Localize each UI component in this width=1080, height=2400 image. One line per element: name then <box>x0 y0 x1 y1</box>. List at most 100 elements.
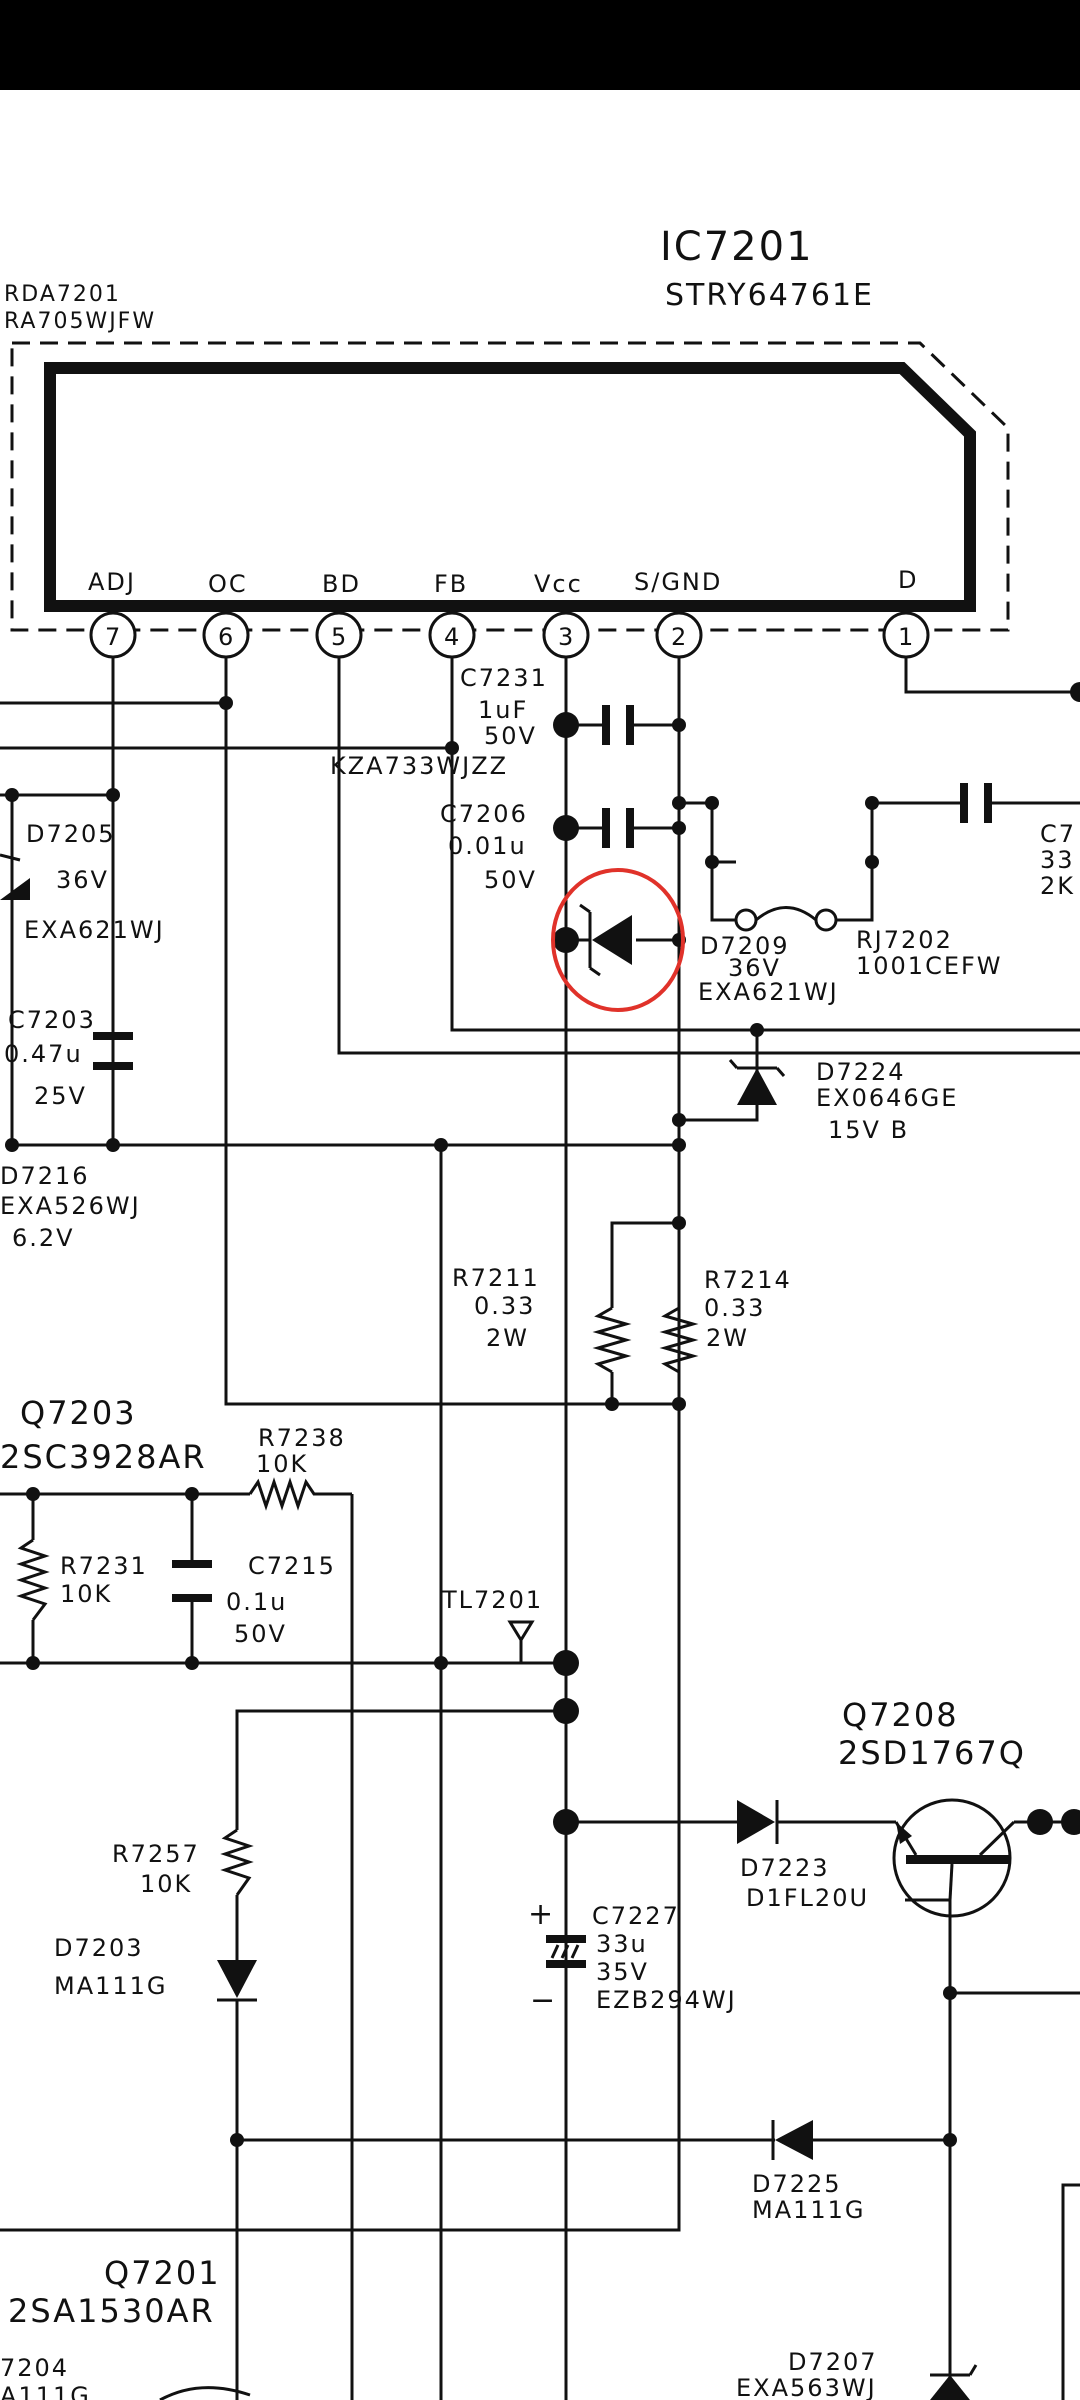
d7225-symbol <box>771 2120 813 2160</box>
c7231-symbol <box>602 705 634 745</box>
q7201-part: 2SA1530AR <box>8 2292 215 2330</box>
c7227-v2: 35V <box>596 1958 649 1986</box>
pin-name-adj: ADJ <box>88 568 136 596</box>
junction-dots <box>5 682 1080 2147</box>
svg-text:5: 5 <box>331 623 348 651</box>
pin-name-sgnd: S/GND <box>634 568 722 596</box>
d7205-part: EXA621WJ <box>24 916 165 944</box>
r7238-v1: 10K <box>256 1450 308 1478</box>
r7211-symbol <box>592 1306 632 1374</box>
c7206-ref: C7206 <box>440 800 528 828</box>
pin-name-d: D <box>898 566 918 594</box>
d7224-v1: 15V B <box>828 1116 909 1144</box>
d7207-ref: D7207 <box>788 2348 878 2376</box>
highlight-circle <box>551 868 685 1012</box>
d7209-v1: 36V <box>728 954 781 982</box>
pin-name-bd: BD <box>322 570 361 598</box>
c7227-v1: 33u <box>596 1930 648 1958</box>
c7215-ref: C7215 <box>248 1552 336 1580</box>
d7207-symbol <box>930 2364 978 2400</box>
svg-text:1: 1 <box>898 623 915 651</box>
rj7202-symbol <box>734 906 838 932</box>
d7204-ref: 7204 <box>0 2354 69 2382</box>
d7209-ref: D7209 <box>700 932 790 960</box>
d7216-part: EXA526WJ <box>0 1192 141 1220</box>
q7208-ref: Q7208 <box>842 1696 959 1734</box>
top-status-bar <box>0 0 1080 90</box>
c7231-ref: C7231 <box>460 664 548 692</box>
d7225-ref: D7225 <box>752 2170 842 2198</box>
pin-name-vcc: Vcc <box>534 570 583 598</box>
c7203-symbol <box>93 1032 133 1070</box>
q7203-ref: Q7203 <box>20 1394 137 1432</box>
r7214-symbol <box>659 1306 699 1374</box>
d7223-ref: D7223 <box>740 1854 830 1882</box>
d7209-part: EXA621WJ <box>698 978 839 1006</box>
r7238-ref: R7238 <box>258 1424 346 1452</box>
pin-4: 4 <box>428 611 476 659</box>
c7227-plus: + <box>528 1897 555 1932</box>
d7205-ref: D7205 <box>26 820 116 848</box>
c7231-v1: 1uF <box>478 696 528 724</box>
d7224-part: EX0646GE <box>816 1084 958 1112</box>
d7224-symbol <box>728 1059 786 1105</box>
r7257-symbol <box>220 1828 254 1896</box>
d7216-v1: 6.2V <box>12 1224 75 1252</box>
d7203-symbol <box>217 1960 257 2002</box>
svg-text:7: 7 <box>105 623 122 651</box>
c7206-v2: 50V <box>484 866 537 894</box>
ic-part: STRY64761E <box>665 278 874 313</box>
q7208-symbol <box>892 1798 1016 1918</box>
d7207-part: EXA563WJ <box>736 2374 877 2400</box>
q7203-part: 2SC3928AR <box>0 1438 207 1476</box>
d7204-part: A111G <box>0 2382 91 2400</box>
r7257-ref: R7257 <box>112 1840 200 1868</box>
pin-3: 3 <box>542 611 590 659</box>
r7238-symbol <box>248 1477 352 1511</box>
d7224-ref: D7224 <box>816 1058 906 1086</box>
c72xx-symbol <box>960 783 992 823</box>
c7231-v2: 50V <box>484 722 537 750</box>
r7257-v1: 10K <box>140 1870 192 1898</box>
c7227-ref: C7227 <box>592 1902 680 1930</box>
r7214-ref: R7214 <box>704 1266 792 1294</box>
pin-name-oc: OC <box>208 570 248 598</box>
pin-name-fb: FB <box>434 570 468 598</box>
rj7202-part: 1001CEFW <box>856 952 1003 980</box>
c7203-v2: 25V <box>34 1082 87 1110</box>
q7208-part: 2SD1767Q <box>838 1734 1026 1772</box>
c7215-v1: 0.1u <box>226 1588 287 1616</box>
c7227-part: EZB294WJ <box>596 1986 737 2014</box>
rj7202-ref: RJ7202 <box>856 926 953 954</box>
wiring <box>0 657 1080 2400</box>
board-label-2: RA705WJFW <box>4 309 156 334</box>
d7203-ref: D7203 <box>54 1934 144 1962</box>
d7223-part: D1FL20U <box>746 1884 869 1912</box>
c7206-symbol <box>602 808 634 848</box>
r7231-ref: R7231 <box>60 1552 148 1580</box>
d7209-symbol <box>579 903 632 977</box>
c7227-minus: − <box>530 1983 557 2018</box>
tl7201-symbol <box>507 1620 535 1643</box>
pin-5: 5 <box>315 611 363 659</box>
c7215-v2: 50V <box>234 1620 287 1648</box>
d7205-symbol <box>0 853 30 900</box>
c7227-symbol <box>546 1935 586 2010</box>
c7231-part: KZA733WJZZ <box>330 752 508 780</box>
c7206-v1: 0.01u <box>448 832 527 860</box>
c72xx-ref: C7 <box>1040 820 1076 848</box>
svg-text:4: 4 <box>444 623 461 651</box>
c7215-symbol <box>172 1560 212 1602</box>
board-label-1: RDA7201 <box>4 282 121 307</box>
d7223-symbol <box>737 1800 779 1844</box>
pin-7: 7 <box>89 611 137 659</box>
board-outline <box>10 341 1010 632</box>
pin-6: 6 <box>202 611 250 659</box>
d7205-v1: 36V <box>56 866 109 894</box>
r7214-v2: 2W <box>706 1324 749 1352</box>
pin-1: 1 <box>882 611 930 659</box>
r7214-v1: 0.33 <box>704 1294 765 1322</box>
c7203-v1: 0.47u <box>4 1040 83 1068</box>
r7231-symbol <box>16 1538 50 1621</box>
